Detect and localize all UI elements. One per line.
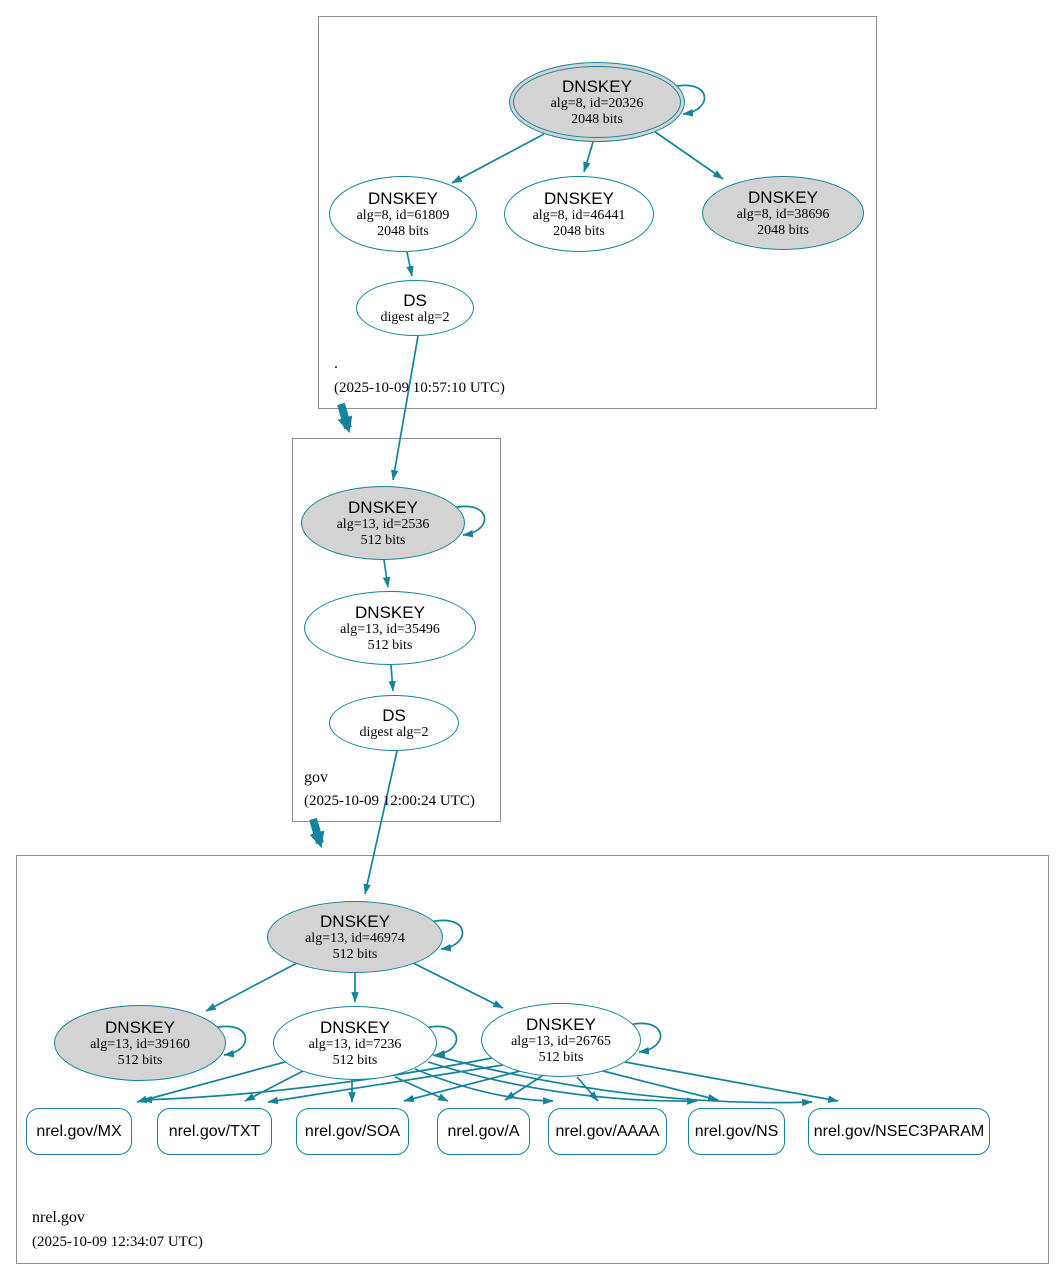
dnskey-bits: 512 bits — [332, 946, 378, 962]
dnskey-title: DNSKEY — [105, 1017, 175, 1037]
dnskey-node-2536[interactable]: DNSKEY alg=13, id=2536 512 bits — [301, 486, 465, 560]
dnskey-detail: alg=13, id=35496 — [340, 621, 440, 637]
edge-26765-to-ns — [602, 1070, 719, 1102]
dnskey-bits: 2048 bits — [377, 223, 429, 239]
dnskey-title: DNSKEY — [526, 1014, 596, 1034]
dnskey-node-26765[interactable]: DNSKEY alg=13, id=26765 512 bits — [481, 1003, 641, 1077]
edge-26765-to-aaaa — [576, 1076, 599, 1102]
edge-root-ksk-to-38696 — [650, 128, 724, 180]
edge-7236-selfloop — [424, 1025, 458, 1058]
edge-root-to-gov-delegation — [337, 402, 353, 434]
edge-nrel-ksk-to-39160 — [205, 962, 298, 1012]
dnskey-bits: 512 bits — [117, 1052, 163, 1068]
dnskey-title: DNSKEY — [320, 1017, 390, 1037]
edge-61809-to-ds — [406, 251, 414, 277]
dnskey-detail: alg=13, id=46974 — [305, 930, 405, 946]
zone-timestamp-nrel-gov: (2025-10-09 12:34:07 UTC) — [32, 1234, 203, 1250]
dnskey-title: DNSKEY — [544, 188, 614, 208]
edge-root-ksk-to-46441 — [583, 141, 594, 173]
edge-26765-to-txt — [267, 1064, 504, 1105]
dnskey-bits: 512 bits — [367, 637, 413, 653]
dnskey-detail: alg=13, id=2536 — [336, 516, 430, 532]
dnskey-title: DNSKEY — [348, 497, 418, 517]
dnskey-node-39160[interactable]: DNSKEY alg=13, id=39160 512 bits — [54, 1005, 226, 1081]
edge-gov-to-nrel-delegation — [309, 817, 325, 849]
dnskey-bits: 2048 bits — [757, 222, 809, 238]
dnskey-bits: 512 bits — [360, 532, 406, 548]
dnskey-title: DNSKEY — [320, 911, 390, 931]
edge-nrel-ksk-to-26765 — [412, 962, 504, 1009]
dnskey-node-46441[interactable]: DNSKEY alg=8, id=46441 2048 bits — [504, 176, 654, 252]
zone-timestamp-gov: (2025-10-09 12:00:24 UTC) — [304, 793, 475, 809]
edge-35496-to-ds — [388, 664, 396, 692]
ds-detail: digest alg=2 — [359, 724, 429, 740]
edge-7236-to-mx — [136, 1061, 286, 1104]
ds-node-root[interactable]: DS digest alg=2 — [356, 280, 474, 336]
ds-title: DS — [382, 705, 406, 725]
dnskey-node-46974[interactable]: DNSKEY alg=13, id=46974 512 bits — [267, 901, 443, 973]
dnskey-detail: alg=8, id=38696 — [736, 206, 830, 222]
rrset-nrel-gov-soa[interactable]: nrel.gov/SOA — [296, 1108, 409, 1155]
dnskey-title: DNSKEY — [355, 602, 425, 622]
dnskey-node-20326[interactable]: DNSKEY alg=8, id=20326 2048 bits — [509, 62, 685, 142]
dnskey-bits: 2048 bits — [553, 223, 605, 239]
dnskey-detail: alg=13, id=39160 — [90, 1036, 190, 1052]
dnskey-node-35496[interactable]: DNSKEY alg=13, id=35496 512 bits — [304, 591, 476, 665]
dnskey-node-61809[interactable]: DNSKEY alg=8, id=61809 2048 bits — [329, 176, 477, 252]
edge-26765-to-nsec3param — [624, 1061, 839, 1103]
edge-26765-to-soa — [403, 1070, 521, 1103]
dnskey-detail: alg=8, id=61809 — [356, 207, 450, 223]
edge-gov-ksk-to-35496 — [382, 559, 391, 588]
dnskey-bits: 512 bits — [332, 1052, 378, 1068]
edge-26765-selfloop — [628, 1022, 662, 1055]
zone-label-root: . — [334, 355, 338, 372]
dnskey-title: DNSKEY — [368, 188, 438, 208]
dnskey-detail: alg=13, id=7236 — [308, 1036, 402, 1052]
rrset-nrel-gov-ns[interactable]: nrel.gov/NS — [688, 1108, 785, 1155]
dnskey-bits: 512 bits — [538, 1049, 584, 1065]
zone-box-gov — [292, 438, 501, 822]
zone-timestamp-root: (2025-10-09 10:57:10 UTC) — [334, 380, 505, 396]
edge-gov-ds-to-nrel-ksk — [363, 750, 398, 895]
ds-node-gov[interactable]: DS digest alg=2 — [329, 695, 459, 751]
dnskey-node-38696[interactable]: DNSKEY alg=8, id=38696 2048 bits — [702, 176, 864, 250]
edge-26765-to-mx — [141, 1057, 493, 1104]
edge-root-ksk-selfloop — [672, 84, 706, 117]
dnskey-node-7236[interactable]: DNSKEY alg=13, id=7236 512 bits — [273, 1006, 437, 1080]
ds-title: DS — [403, 290, 427, 310]
edge-26765-to-a — [504, 1075, 543, 1101]
edge-7236-to-txt — [244, 1069, 306, 1102]
edge-39160-selfloop — [213, 1025, 247, 1058]
dnskey-detail: alg=8, id=46441 — [532, 207, 626, 223]
edge-root-ksk-to-61809 — [451, 133, 545, 184]
rrset-nrel-gov-nsec3param[interactable]: nrel.gov/NSEC3PARAM — [808, 1108, 990, 1155]
edge-nrel-ksk-selfloop — [430, 919, 464, 952]
dnskey-detail: alg=13, id=26765 — [511, 1033, 611, 1049]
sep-double-ring — [513, 66, 681, 138]
edge-root-ds-to-gov-ksk — [391, 335, 419, 481]
rrset-nrel-gov-mx[interactable]: nrel.gov/MX — [26, 1108, 132, 1155]
dnskey-title: DNSKEY — [748, 187, 818, 207]
zone-label-nrel-gov: nrel.gov — [32, 1209, 85, 1226]
zone-label-gov: gov — [304, 769, 328, 786]
rrset-nrel-gov-aaaa[interactable]: nrel.gov/AAAA — [548, 1108, 667, 1155]
zone-box-nrel-gov — [16, 855, 1049, 1264]
edge-gov-ksk-selfloop — [452, 505, 486, 538]
rrset-nrel-gov-txt[interactable]: nrel.gov/TXT — [157, 1108, 272, 1155]
rrset-nrel-gov-a[interactable]: nrel.gov/A — [437, 1108, 530, 1155]
zone-box-root — [318, 16, 877, 409]
ds-detail: digest alg=2 — [380, 309, 450, 325]
